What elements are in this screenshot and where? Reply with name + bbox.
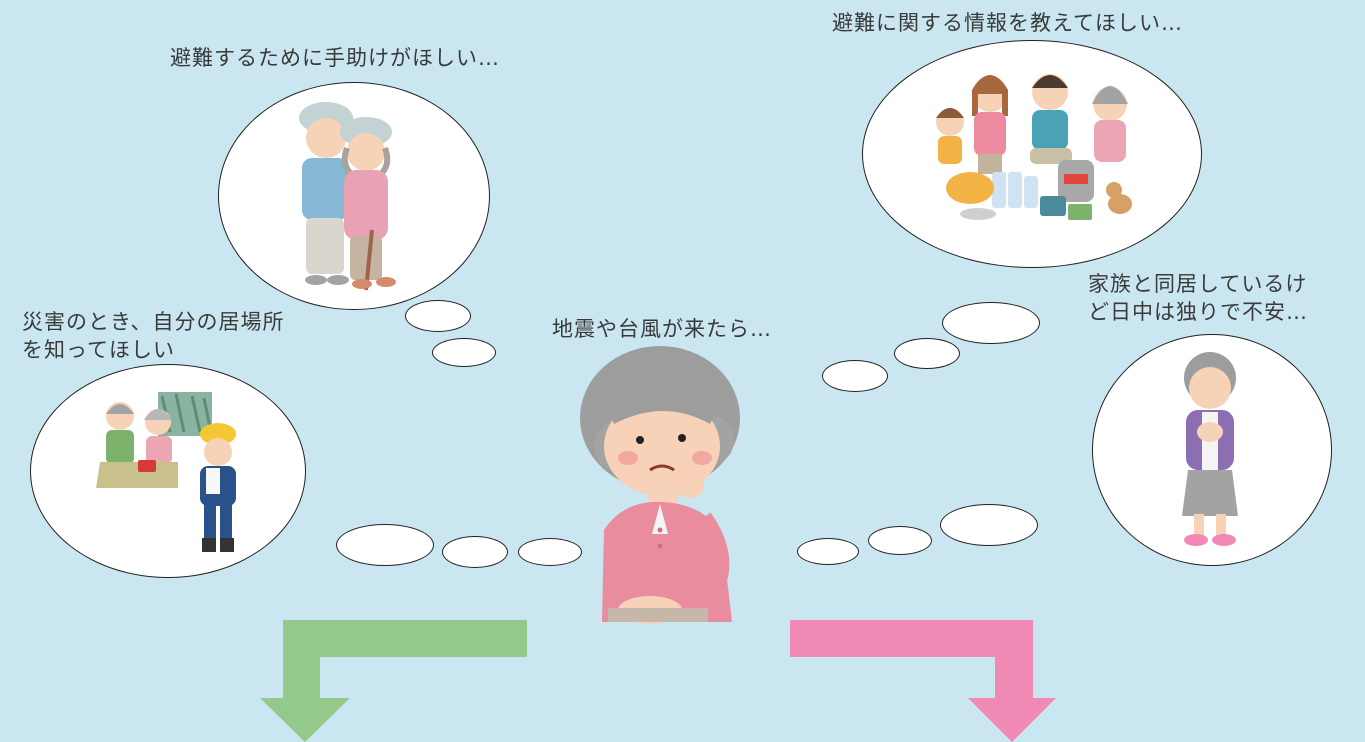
trail-bubble bbox=[797, 538, 859, 565]
trail-bubble bbox=[442, 536, 508, 568]
trail-bubble bbox=[894, 338, 960, 369]
caption-evacuation-info: 避難に関する情報を教えてほしい… bbox=[832, 11, 1183, 35]
trail-bubble bbox=[405, 300, 471, 332]
thinking-grandmother-illustration bbox=[580, 346, 740, 624]
family-and-firefighter-illustration bbox=[96, 392, 236, 552]
caption-shelter-location: 災害のとき、自分の居場所 を知ってほしい bbox=[22, 310, 285, 363]
trail-bubble bbox=[432, 338, 496, 367]
trail-bubble bbox=[822, 360, 888, 392]
worried-grandmother-illustration bbox=[1182, 352, 1238, 546]
trail-bubble bbox=[868, 526, 932, 555]
trail-bubble bbox=[336, 524, 434, 566]
caption-evacuation-help: 避難するために手助けがほしい… bbox=[170, 46, 500, 70]
family-emergency-supplies-illustration bbox=[936, 74, 1132, 220]
elderly-couple-helmets-illustration bbox=[299, 102, 396, 291]
arrow-left bbox=[260, 620, 527, 742]
trail-bubble bbox=[518, 538, 582, 566]
arrow-right bbox=[790, 620, 1056, 742]
caption-alone-daytime: 家族と同居しているけ ど日中は独りで不安… bbox=[1088, 272, 1308, 325]
trail-bubble bbox=[942, 302, 1040, 344]
caption-typhoon-worry: 地震や台風が来たら… bbox=[552, 317, 772, 341]
trail-bubble bbox=[940, 504, 1038, 546]
